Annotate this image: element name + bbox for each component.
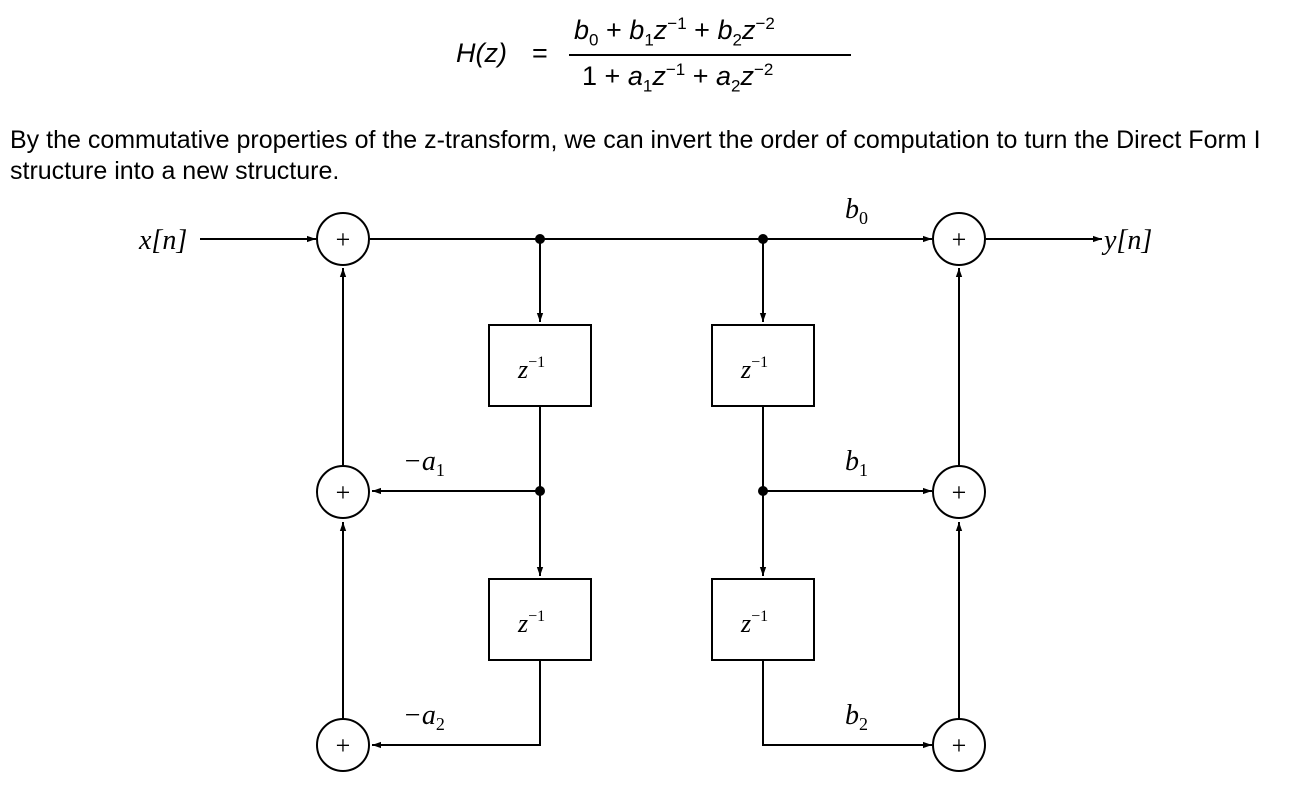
gain-b2-label: b2: [845, 700, 868, 734]
gain-b0-label: b0: [845, 194, 868, 228]
equation-equals: =: [532, 38, 548, 68]
adder-plus: +: [336, 225, 351, 254]
delay-block-1: [488, 324, 592, 407]
adder-forward-1: [932, 465, 986, 519]
a2-path: [372, 660, 541, 749]
delay-label: z−1: [740, 608, 768, 638]
adder-plus: +: [952, 731, 967, 760]
input-label: x[n]: [138, 225, 187, 256]
junction-dot: [758, 234, 768, 244]
b2-path: [762, 660, 932, 749]
adder-plus: +: [336, 478, 351, 507]
adder-input: [316, 212, 370, 266]
delay-label: z−1: [740, 354, 768, 384]
delay-label: z−1: [517, 354, 545, 384]
gain-b1-label: b1: [845, 446, 868, 480]
adder-plus: +: [952, 225, 967, 254]
gain-a1-label: −a1: [403, 446, 445, 480]
delay-block-4: [711, 578, 815, 661]
transfer-function-equation: H(z) = b0 + b1z−1 + b2z−2 1 + a1z−1 + a2…: [0, 0, 1301, 110]
equation-lhs: H(z): [456, 38, 507, 68]
fraction-bar: [569, 54, 851, 56]
delay-label: z−1: [517, 608, 545, 638]
adder-forward-2: [932, 718, 986, 772]
adder-plus: +: [952, 478, 967, 507]
adder-feedback-1: [316, 465, 370, 519]
output-label: y[n]: [1101, 225, 1152, 256]
junction-dot: [758, 486, 768, 496]
adder-feedback-2: [316, 718, 370, 772]
adder-plus: +: [336, 731, 351, 760]
junction-dot: [535, 234, 545, 244]
junction-dot: [535, 486, 545, 496]
equation-numerator: b0 + b1z−1 + b2z−2: [574, 14, 775, 50]
description-paragraph: By the commutative properties of the z-t…: [10, 126, 1261, 185]
equation-denominator: 1 + a1z−1 + a2z−2: [582, 60, 774, 96]
delay-block-3: [488, 578, 592, 661]
adder-output: [932, 212, 986, 266]
gain-a2-label: −a2: [403, 700, 445, 734]
delay-block-2: [711, 324, 815, 407]
